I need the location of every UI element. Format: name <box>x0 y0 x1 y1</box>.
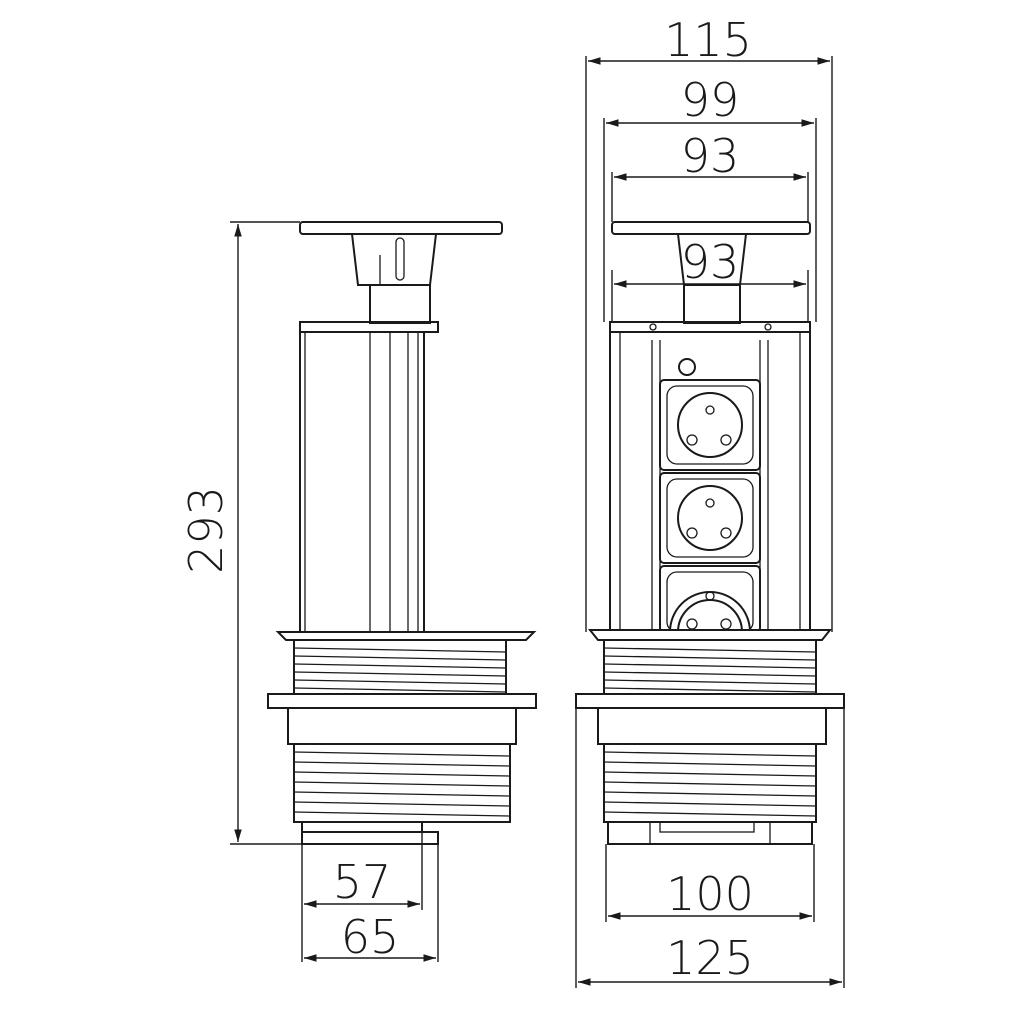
side-view: 293 57 65 <box>179 221 537 964</box>
front-bottom-base <box>607 821 813 845</box>
socket-2 <box>659 472 761 564</box>
side-lower-flange <box>267 693 537 709</box>
side-bottom-tube <box>301 821 423 833</box>
side-cap-neck <box>351 233 437 286</box>
side-stem <box>369 284 431 324</box>
dim-front-100: 100 <box>666 867 754 921</box>
front-tower-frame <box>609 331 811 633</box>
dim-front-99: 99 <box>681 73 740 127</box>
front-top-cap <box>611 221 811 235</box>
front-upper-flange <box>587 629 833 641</box>
dim-front-93-top: 93 <box>681 129 740 183</box>
dim-side-57: 57 <box>333 855 392 909</box>
dim-side-65: 65 <box>341 910 400 964</box>
socket-1 <box>659 379 761 471</box>
dim-front-125: 125 <box>666 931 754 985</box>
dim-side-height: 293 <box>179 486 233 574</box>
front-stem <box>683 284 741 324</box>
front-view: 115 99 93 93 100 125 <box>575 13 845 988</box>
side-top-cap <box>299 221 503 235</box>
front-lower-flange <box>575 693 845 709</box>
dim-front-115: 115 <box>664 13 752 67</box>
dim-front-93-stem: 93 <box>681 235 740 289</box>
side-upper-flange <box>275 631 537 641</box>
front-indicator-light <box>678 358 696 376</box>
socket-3 <box>659 565 761 633</box>
